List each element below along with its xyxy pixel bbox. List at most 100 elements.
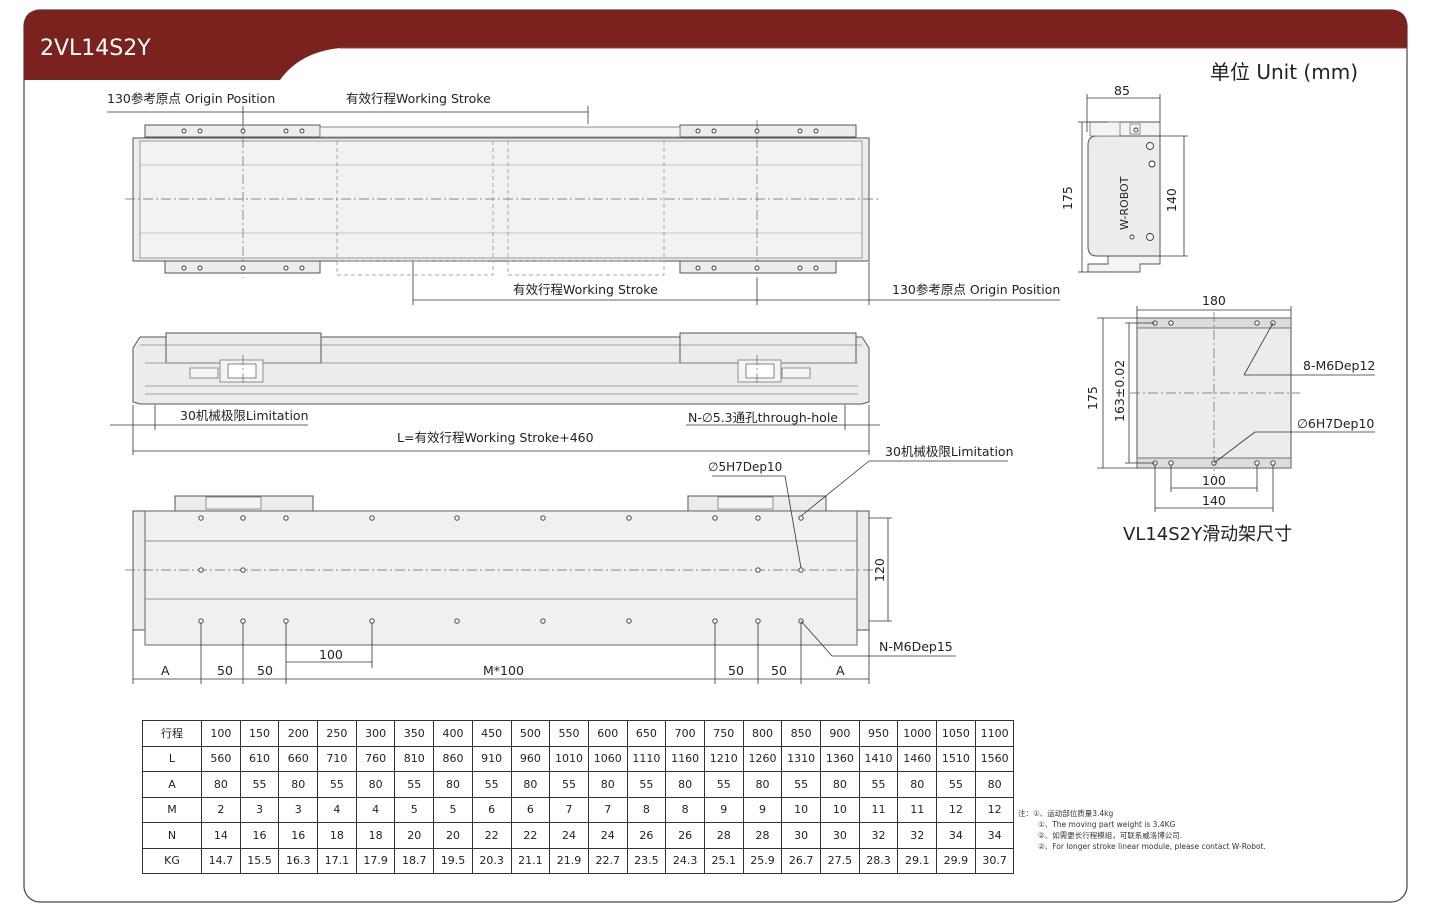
- top-view: 130参考原点 Origin Position 有效行程Working Stro…: [107, 91, 1060, 305]
- dim-50-4: 50: [771, 663, 787, 678]
- table-cell: 28: [703, 822, 744, 849]
- table-cell: 55: [549, 771, 589, 798]
- table-cell: 24: [549, 822, 589, 849]
- table-cell: 80: [974, 771, 1015, 798]
- table-cell: 12: [974, 796, 1015, 823]
- table-cell: 29.1: [897, 847, 938, 874]
- table-cell: 23.5: [626, 847, 667, 874]
- side-view: 30机械极限Limitation N-∅5.3通孔through-hole L=…: [110, 332, 1014, 462]
- note-line-3: ②、如需更长行程模组，可联系威洛博公司.: [1038, 831, 1183, 840]
- row-label: L: [142, 745, 202, 772]
- table-cell: 1260: [742, 745, 783, 772]
- table-cell: 1060: [587, 745, 628, 772]
- table-cell: 1210: [703, 745, 744, 772]
- table-cell: 24: [587, 822, 628, 849]
- table-cell: 1360: [820, 745, 860, 772]
- table-cell: 7: [587, 796, 628, 823]
- row-label: KG: [142, 847, 202, 874]
- table-cell: 200: [278, 720, 319, 747]
- table-cell: 1000: [897, 720, 938, 747]
- table-cell: 18.7: [394, 847, 435, 874]
- bottom-view: ∅5H7Dep10 N-M6Dep15 120 A 50 50 100 M*10…: [125, 460, 956, 684]
- table-cell: 32: [897, 822, 938, 849]
- carriage-top-right: [679, 124, 857, 138]
- table-cell: 55: [858, 771, 899, 798]
- table-cell: 450: [471, 720, 512, 747]
- table-cell: 150: [239, 720, 280, 747]
- table-cell: 350: [394, 720, 435, 747]
- table-cell: 55: [317, 771, 357, 798]
- end-width-label: 85: [1114, 83, 1130, 98]
- carriage-dim-100: 100: [1202, 473, 1226, 488]
- carriage-caption: VL14S2Y滑动架尺寸: [1123, 524, 1292, 545]
- dim-a-right: A: [836, 663, 845, 678]
- carriage-tap-label: 8-M6Dep12: [1303, 358, 1375, 373]
- table-cell: 760: [355, 745, 396, 772]
- table-cell: 26: [665, 822, 705, 849]
- table-cell: 80: [433, 771, 473, 798]
- row-label: M: [142, 796, 202, 823]
- end-body: [1087, 135, 1161, 257]
- table-cell: 5: [433, 796, 473, 823]
- table-cell: 80: [897, 771, 938, 798]
- pin-hole-label: ∅5H7Dep10: [708, 460, 782, 474]
- table-cell: 30.7: [974, 847, 1015, 874]
- table-cell: 1110: [626, 745, 667, 772]
- row-label: A: [142, 771, 202, 798]
- table-cell: 34: [974, 822, 1015, 849]
- table-cell: 12: [936, 796, 976, 823]
- table-cell: 7: [549, 796, 589, 823]
- table-cell: 22: [471, 822, 512, 849]
- carriage-width-label: 180: [1202, 293, 1226, 308]
- table-cell: 9: [742, 796, 783, 823]
- table-cell: 18: [355, 822, 396, 849]
- origin-label-right: 130参考原点 Origin Position: [892, 282, 1060, 297]
- table-cell: 16: [278, 822, 319, 849]
- table-cell: 25.9: [742, 847, 783, 874]
- through-hole-label: N-∅5.3通孔through-hole: [688, 410, 838, 425]
- table-cell: 21.9: [549, 847, 589, 874]
- table-cell: 27.5: [820, 847, 860, 874]
- table-cell: 610: [239, 745, 280, 772]
- table-cell: 14: [201, 822, 241, 849]
- table-cell: 910: [471, 745, 512, 772]
- table-cell: 17.9: [355, 847, 396, 874]
- table-cell: 660: [278, 745, 319, 772]
- table-cell: 5: [394, 796, 435, 823]
- table-cell: 25.1: [703, 847, 744, 874]
- model-title: 2VL14S2Y: [40, 36, 151, 61]
- table-cell: 2: [201, 796, 241, 823]
- table-cell: 800: [742, 720, 783, 747]
- end-view: 85 W-ROBOT 175 140: [1060, 83, 1188, 273]
- table-cell: 80: [742, 771, 783, 798]
- table-cell: 55: [239, 771, 280, 798]
- table-cell: 6: [471, 796, 512, 823]
- dim-m100: M*100: [483, 663, 524, 678]
- table-cell: 650: [626, 720, 667, 747]
- table-cell: 1560: [974, 745, 1015, 772]
- table-cell: 1410: [858, 745, 899, 772]
- table-cell: 250: [317, 720, 357, 747]
- table-cell: 3: [278, 796, 319, 823]
- carriage-dim-140: 140: [1202, 493, 1226, 508]
- notes: 注：①、运动部位质量3.4kg ①、The moving part weight…: [1018, 808, 1266, 852]
- table-cell: 55: [394, 771, 435, 798]
- note-line-4: ②、For longer stroke linear module, pleas…: [1038, 842, 1266, 851]
- table-cell: 80: [587, 771, 628, 798]
- table-cell: 55: [936, 771, 976, 798]
- carriage-top-left: [144, 124, 321, 138]
- table-cell: 20: [394, 822, 435, 849]
- table-cell: 1310: [781, 745, 821, 772]
- tap-hole-label: N-M6Dep15: [879, 639, 953, 654]
- table-cell: 15.5: [239, 847, 280, 874]
- table-cell: 960: [510, 745, 551, 772]
- table-cell: 30: [781, 822, 821, 849]
- table-cell: 80: [665, 771, 705, 798]
- table-cell: 34: [936, 822, 976, 849]
